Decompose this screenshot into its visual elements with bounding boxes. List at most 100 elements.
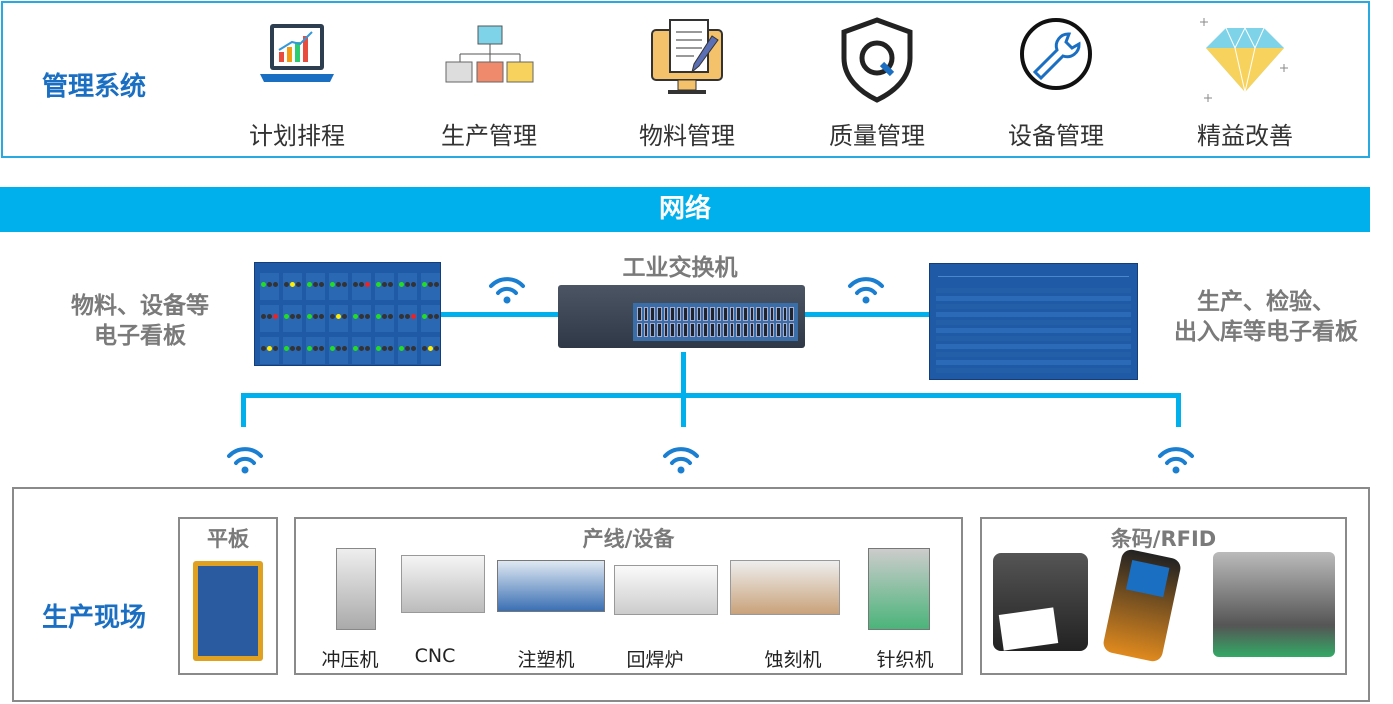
switch-port <box>709 323 715 337</box>
link-drop-right <box>1176 393 1181 427</box>
injection-machine-image <box>497 560 605 612</box>
board-row <box>936 368 1131 373</box>
right-board-label-line2: 出入库等电子看板 <box>1174 319 1358 345</box>
mgmt-item-material[interactable]: 物料管理 <box>617 14 757 151</box>
document-monitor-icon <box>651 19 723 94</box>
switch-port <box>656 323 662 337</box>
board-row <box>936 344 1131 349</box>
switch-port <box>789 323 794 337</box>
switch-port <box>643 323 649 337</box>
machine-label: 蚀刻机 <box>764 649 822 671</box>
shield-q-icon <box>841 17 913 103</box>
field-panel <box>12 487 1370 702</box>
switch-port <box>716 323 722 337</box>
rfid-reader-image <box>1213 552 1335 657</box>
status-light-cell <box>398 305 417 332</box>
diamond-icon <box>1200 18 1288 102</box>
board-row <box>936 320 1131 325</box>
wifi-icon <box>227 447 263 474</box>
board-row <box>936 360 1131 365</box>
mgmt-item-equipment[interactable]: 设备管理 <box>986 14 1126 151</box>
switch-port <box>690 307 695 321</box>
switch-port <box>756 323 761 337</box>
machine-label: 注塑机 <box>517 649 575 671</box>
switch-port <box>723 323 728 337</box>
board-row <box>936 352 1131 357</box>
switch-port <box>637 307 642 321</box>
status-light-cell <box>398 273 417 300</box>
status-light-cell <box>398 337 417 364</box>
switch-port <box>643 307 649 321</box>
switch-port <box>782 323 788 337</box>
knitting-machine-image <box>868 548 930 630</box>
switch-port <box>650 307 655 321</box>
machine-label: 回焊炉 <box>626 649 684 671</box>
barcode-rfid-title: 条码/RFID <box>1110 527 1217 551</box>
switch-port <box>676 323 682 337</box>
status-light-cell <box>260 305 279 332</box>
barcode-rfid-box: 条码/RFID <box>980 517 1347 675</box>
switch-port <box>656 307 662 321</box>
switch-port <box>749 307 755 321</box>
left-board-label: 物料、设备等电子看板 <box>40 291 240 351</box>
tablet-title: 平板 <box>207 527 249 551</box>
switch-port <box>743 323 748 337</box>
board-row <box>936 304 1131 309</box>
status-light-cell <box>306 305 325 332</box>
switch-port <box>703 323 708 337</box>
right-board-label-line1: 生产、检验、 <box>1197 289 1335 315</box>
switch-port <box>637 323 642 337</box>
field-title: 生产现场 <box>42 603 147 633</box>
switch-port <box>703 307 708 321</box>
status-light-cell <box>260 273 279 300</box>
status-light-cell <box>421 337 440 364</box>
status-light-cell <box>375 273 394 300</box>
mgmt-item-lean[interactable]: 精益改善 <box>1175 14 1315 151</box>
switch-port <box>743 307 748 321</box>
switch-port <box>650 323 655 337</box>
press-machine-image <box>336 548 376 630</box>
management-panel <box>1 1 1370 158</box>
mgmt-item-quality[interactable]: 质量管理 <box>807 14 947 151</box>
network-bar: 网络 <box>0 187 1370 232</box>
link-bus <box>241 393 1181 398</box>
switch-port <box>776 323 781 337</box>
link-drop-left <box>241 393 246 427</box>
tablet-box: 平板 <box>178 517 278 675</box>
switch-port <box>736 323 741 337</box>
switch-port <box>736 307 741 321</box>
status-light-cell <box>375 305 394 332</box>
production-wip-board <box>929 263 1138 380</box>
switch-port <box>782 307 788 321</box>
status-light-cell <box>329 273 348 300</box>
switch-port <box>762 323 768 337</box>
switch-port <box>663 307 669 321</box>
etching-machine-image <box>730 560 840 615</box>
switch-port <box>690 323 695 337</box>
board-row <box>936 328 1131 333</box>
mgmt-item-production[interactable]: 生产管理 <box>419 14 559 151</box>
switch-port <box>683 307 688 321</box>
wifi-icon <box>1158 447 1194 474</box>
status-light-cell <box>329 305 348 332</box>
machine-label: 冲压机 <box>321 649 379 671</box>
label-printer-image <box>993 553 1088 651</box>
machine-label: CNC <box>414 645 456 667</box>
switch-port <box>776 307 781 321</box>
switch-port <box>670 323 675 337</box>
status-light-cell <box>306 273 325 300</box>
mgmt-item-schedule[interactable]: 计划排程 <box>227 14 367 151</box>
switch-port <box>709 307 715 321</box>
production-line-box: 产线/设备 <box>294 517 963 675</box>
production-line-title: 产线/设备 <box>582 527 675 551</box>
switch-port <box>670 307 675 321</box>
link-right <box>805 312 929 317</box>
left-board-label-line2: 电子看板 <box>94 323 186 349</box>
switch-port <box>663 323 669 337</box>
org-chart-icon <box>445 25 534 83</box>
laptop-chart-icon <box>260 24 334 82</box>
switch-port <box>762 307 768 321</box>
switch-label: 工业交换机 <box>622 255 738 281</box>
tablet-device <box>193 561 263 661</box>
status-light-cell <box>283 305 302 332</box>
